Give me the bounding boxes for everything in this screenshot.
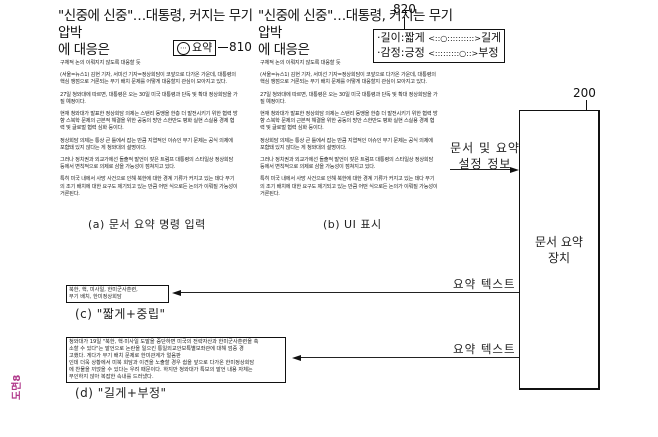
sentiment-slider[interactable]: <:::::::::○::> xyxy=(428,49,479,58)
ref-number-820: 820 xyxy=(393,2,416,16)
ref-leader-810 xyxy=(218,47,228,48)
article-subheading: 구체적 논의 이뤄지지 않도록 대응할 듯 xyxy=(260,60,341,66)
sentiment-label: ·감정: xyxy=(377,46,405,59)
figure-number-tag: 도면8 xyxy=(12,374,23,400)
summary-button-label: 요약 xyxy=(192,41,213,54)
ref-leader-200 xyxy=(586,100,587,111)
article-paragraph: 현재 청와대가 발표한 정상회담 의제는 스탠리 동맹을 한층 더 발전시키기 … xyxy=(260,111,438,132)
caption-c: (c) "짧게+중립" xyxy=(75,307,166,321)
article-paragraph: 특히 미국 내에서 사망 사건으로 인해 북한에 대한 경계 기류가 커지고 있… xyxy=(260,176,438,197)
headline-line-2: 에 대응은 xyxy=(258,42,310,58)
panel-a-article: 구체적 논의 이뤄지지 않도록 대응할 듯 (서울=뉴스1) 김현 기자, 서미… xyxy=(60,60,238,203)
output-c-arrow-line xyxy=(180,292,519,294)
headline-line-1: "신중에 신중"…대통령, 커지는 무기 압박 xyxy=(58,8,253,41)
summary-line: 소할 수 있다"는 발언으로 논란을 일으킨 통일외교안보특별보좌관에 대해 엄… xyxy=(69,346,244,352)
article-paragraph: 그러나 정치권과 외교가에선 돌출적 발언이 잦은 트럼프 대통령의 스타일상 … xyxy=(60,157,234,171)
sentiment-slider-row[interactable]: ·감정:긍정 <:::::::::○::>부정 xyxy=(377,46,501,61)
output-d-arrowhead-icon xyxy=(292,355,301,361)
panel-b-article: 구체적 논의 이뤄지지 않도록 대응할 듯 (서울=뉴스1) 김현 기자, 서미… xyxy=(260,60,438,203)
summary-line: 북한, 핵, 미사일, 한미군사훈련, xyxy=(69,287,138,293)
length-long-label: 길게 xyxy=(480,31,502,44)
input-arrowhead-icon xyxy=(510,167,519,173)
length-slider-row[interactable]: ·길이:짧게 <::○::::::::::>길게 xyxy=(377,31,501,46)
summary-settings-panel: ·길이:짧게 <::○::::::::::>길게 ·감정:긍정 <:::::::… xyxy=(373,29,506,63)
summary-button[interactable]: ⋯ 요약 xyxy=(173,40,217,56)
caption-b: (b) UI 표시 xyxy=(323,218,382,231)
summary-line: 고했다. 게다가 무기 배치 문제로 한미관계가 얼음판 xyxy=(69,353,181,359)
dots-circle-icon: ⋯ xyxy=(177,41,190,55)
article-paragraph: (서울=뉴스1) 김현 기자, 서미선 기자=정상회담이 코앞으로 다가온 가운… xyxy=(60,72,236,86)
ref-leader-820 xyxy=(404,17,405,30)
output-d-arrow-label: 요약 텍스트 xyxy=(453,342,516,356)
panel-a-headline: "신중에 신중"…대통령, 커지는 무기 압박 에 대응은 xyxy=(58,8,258,59)
article-paragraph: 현재 청와대가 발표한 정상회담 의제는 스탠리 동맹을 한층 더 발전시키기 … xyxy=(60,111,238,132)
device-label-line-2: 장치 xyxy=(547,251,571,265)
input-arrow-label: 문서 및 요약 설정 정보 xyxy=(450,140,520,172)
article-subheading: 구체적 논의 이뤄지지 않도록 대응할 듯 xyxy=(60,60,141,66)
summary-output-short: 북한, 핵, 미사일, 한미군사훈련, 무기 배치, 한미정상회담 xyxy=(66,285,169,303)
length-slider[interactable]: <::○::::::::::> xyxy=(428,34,481,43)
article-paragraph: 27일 청와대에 따르면, 대통령은 오는 30일 미국 대통령과 단독 및 확… xyxy=(60,91,238,105)
device-label-line-1: 문서 요약 xyxy=(535,235,583,249)
length-label: ·길이: xyxy=(377,31,405,44)
summary-line: 청와대가 19일 "북한, 핵·미사일 도발을 중단하면 미국의 전략자산과 한… xyxy=(69,339,259,345)
ref-number-810: 810 xyxy=(229,40,252,54)
caption-d: (d) "길게+부정" xyxy=(75,386,167,400)
headline-line-2: 에 대응은 xyxy=(58,42,110,58)
summary-line: 부인하지 않아 복잡한 속내를 드러냈다. xyxy=(69,374,154,380)
input-label-line-2: 설정 정보 xyxy=(458,157,512,171)
article-paragraph: (서울=뉴스1) 김현 기자, 서미선 기자=정상회담이 코앞으로 다가온 가운… xyxy=(260,72,436,86)
output-d-arrow-line xyxy=(300,357,519,359)
input-label-line-1: 문서 및 요약 xyxy=(450,141,520,155)
output-c-arrow-label: 요약 텍스트 xyxy=(453,277,516,291)
device-label: 문서 요약 장치 xyxy=(519,234,599,266)
input-arrow-line xyxy=(450,169,512,171)
length-short-label: 짧게 xyxy=(404,31,425,44)
article-paragraph: 27일 청와대에 따르면, 대통령은 오는 30일 미국 대통령과 단독 및 확… xyxy=(260,91,438,105)
caption-a: (a) 문서 요약 명령 입력 xyxy=(88,218,206,231)
output-c-arrowhead-icon xyxy=(172,290,181,296)
article-paragraph: 그러나 정치권과 외교가에선 돌출적 발언이 잦은 트럼프 대통령의 스타일상 … xyxy=(260,157,434,171)
article-paragraph: 정상회담 의제는 통상 큰 틀에서 잡는 만큼 지엽적인 이슈인 무기 문제는 … xyxy=(260,137,433,151)
summary-line: 인데 더욱 상황에서 미북 회담과 이견을 노출할 경우 쉽을 앞으로 다가온 … xyxy=(69,360,255,366)
article-paragraph: 정상회담 의제는 통상 큰 틀에서 잡는 만큼 지엽적인 이슈인 무기 문제는 … xyxy=(60,137,233,151)
sentiment-positive-label: 긍정 xyxy=(404,46,425,59)
summary-output-long: 청와대가 19일 "북한, 핵·미사일 도발을 중단하면 미국의 전략자산과 한… xyxy=(66,337,286,383)
sentiment-negative-label: 부정 xyxy=(478,46,499,59)
ref-number-200: 200 xyxy=(573,86,596,100)
article-paragraph: 특히 미국 내에서 사망 사건으로 인해 북한에 대한 경계 기류가 커지고 있… xyxy=(60,176,238,197)
summary-line: 무기 배치, 한미정상회담 xyxy=(69,294,122,300)
document-summary-device xyxy=(519,110,600,390)
summary-line: 에 찬물을 끼얹을 수 있다는 우려 때문이다. 하지만 청와대가 특보의 발언… xyxy=(69,367,253,373)
